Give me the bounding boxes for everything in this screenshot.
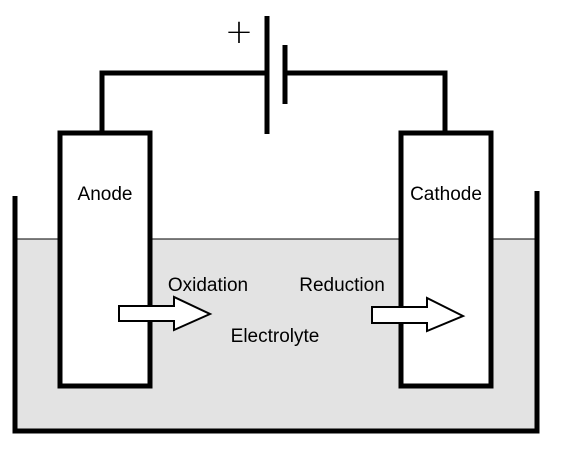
oxidation-arrow — [118, 295, 213, 332]
reduction-label: Reduction — [299, 275, 385, 296]
wire-anode-to-battery — [99, 70, 267, 133]
cathode-label: Cathode — [410, 184, 482, 205]
cathode-electrode — [398, 130, 494, 389]
anode-label: Anode — [78, 184, 133, 205]
oxidation-label: Oxidation — [168, 275, 248, 296]
electrolyte-label: Electrolyte — [231, 326, 320, 347]
electrolyte-container — [12, 191, 540, 434]
wire-battery-to-cathode — [285, 70, 448, 133]
reduction-arrow — [371, 296, 466, 333]
anode-electrode — [57, 130, 153, 389]
battery-plus-sign: + — [225, 12, 254, 52]
